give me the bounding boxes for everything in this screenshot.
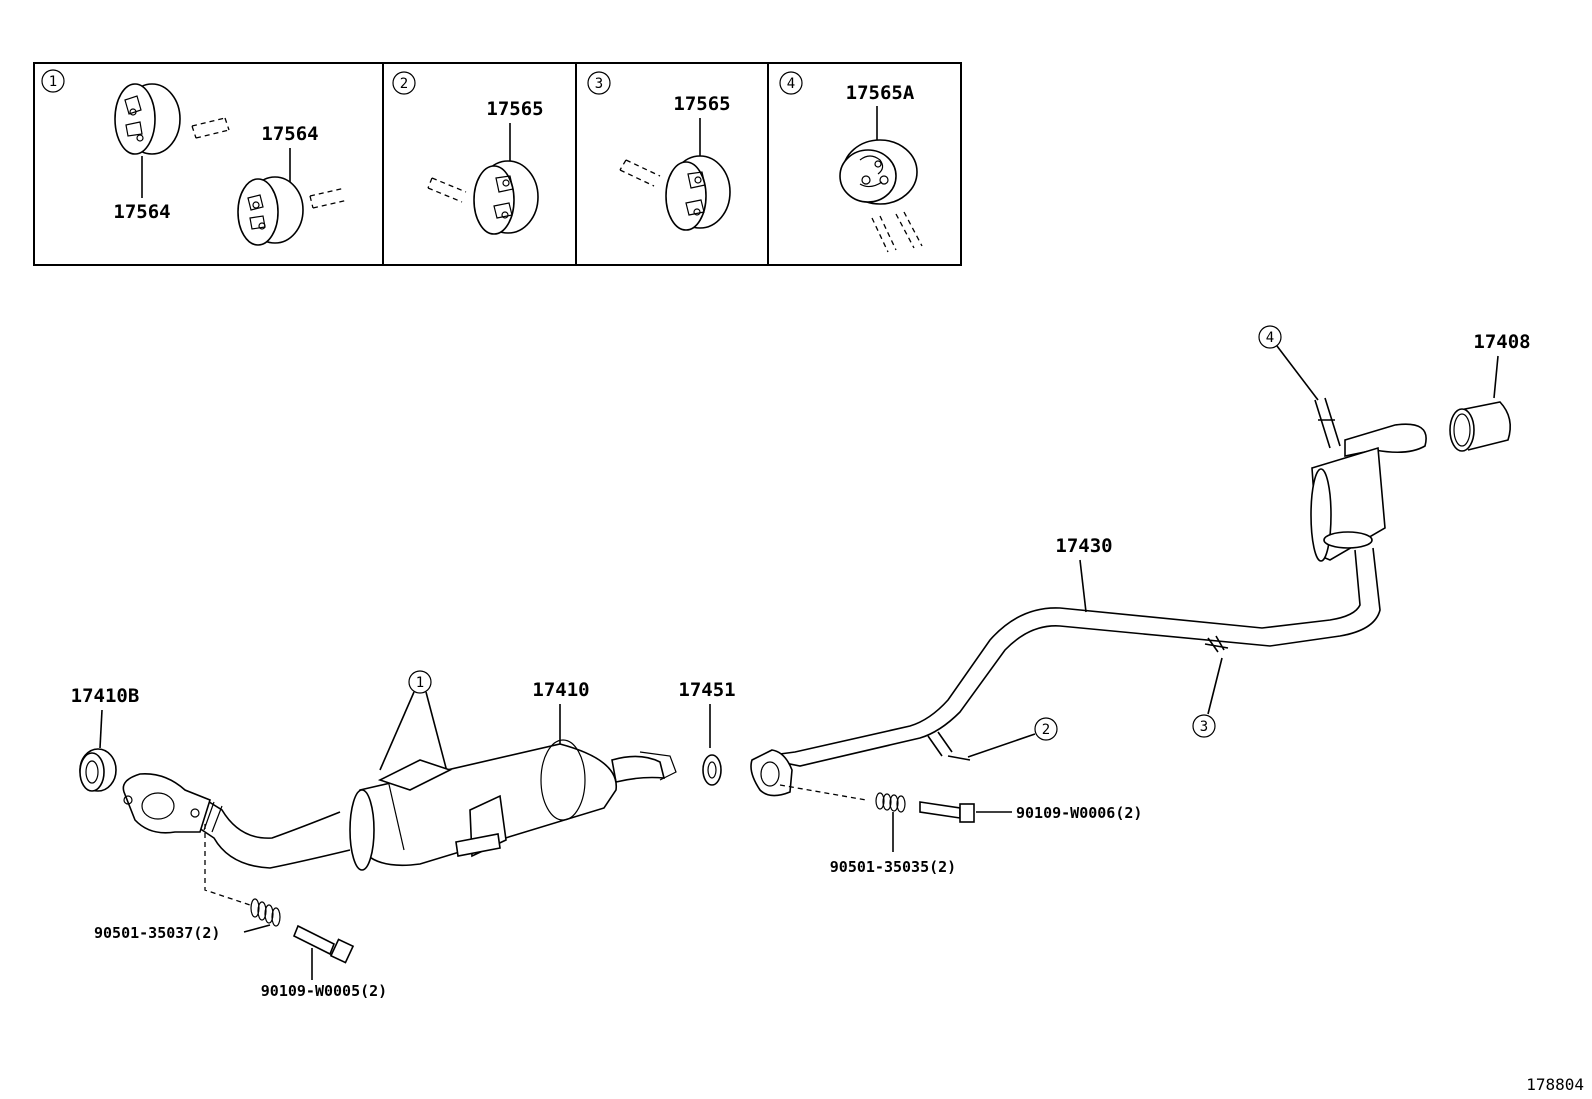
callout-3[interactable]: 3	[1200, 719, 1208, 735]
part-label-17565a[interactable]: 17565A	[846, 82, 915, 104]
part-label-90501-35037[interactable]: 90501-35037(2)	[94, 924, 220, 942]
gasket-17451: 17451	[678, 679, 736, 786]
hanger-rod-b	[309, 187, 349, 209]
pipe-hanger-2	[927, 731, 971, 761]
spring-90501-35037[interactable]	[250, 898, 281, 927]
fastener-set-rear: 90109-W0006(2) 90501-35035(2)	[779, 784, 1142, 876]
muffler-part[interactable]	[1310, 423, 1427, 562]
fastener-set-front: 90501-35037(2) 90109-W0005(2)	[94, 824, 387, 1000]
hanger-17564-b[interactable]	[237, 176, 304, 246]
hanger-rod-panel3	[619, 159, 661, 187]
front-pipe[interactable]	[195, 799, 351, 869]
part-label-17565-panel3[interactable]: 17565	[673, 93, 730, 115]
diagram-id: 178804	[1526, 1075, 1584, 1094]
inset-panel-2: 2 17565	[392, 71, 544, 235]
front-pipe-assembly-17410: 17410 1	[122, 670, 677, 871]
part-label-17564-upper[interactable]: 17564	[261, 123, 318, 145]
hanger-17564-a[interactable]	[114, 83, 181, 155]
callout-2[interactable]: 2	[1042, 722, 1050, 738]
hanger-rods-panel4	[871, 211, 923, 253]
inset-panel-4: 4 17565A	[779, 71, 923, 253]
spring-90501-35035[interactable]	[875, 792, 906, 813]
catalytic-converter-part[interactable]	[349, 739, 677, 871]
muffler-hanger-bracket	[1314, 397, 1341, 449]
part-label-17410[interactable]: 17410	[532, 679, 589, 701]
tail-pipe-tip-17408: 17408	[1449, 331, 1531, 452]
inset-panel-4-number: 4	[787, 76, 795, 92]
muffler-assembly-17430: 4 3 2 17430	[750, 325, 1427, 797]
gasket-17410b: 17410B	[71, 685, 140, 792]
hanger-17565a[interactable]	[839, 139, 918, 205]
hanger-17565-panel2[interactable]	[473, 160, 539, 235]
inset-panel-1-number: 1	[49, 74, 57, 90]
hanger-rod-panel2	[427, 177, 467, 203]
part-label-17430[interactable]: 17430	[1055, 535, 1112, 557]
inset-panel-3-number: 3	[595, 76, 603, 92]
front-pipe-flange[interactable]	[122, 773, 211, 834]
part-label-17564-lower[interactable]: 17564	[113, 201, 170, 223]
tail-pipe-tip-part[interactable]	[1449, 401, 1511, 452]
gasket-17451-part[interactable]	[702, 754, 722, 786]
bolt-90109-w0006[interactable]	[919, 801, 975, 823]
inset-panel-1: 1 17564 17564	[41, 69, 349, 246]
part-label-17410b[interactable]: 17410B	[71, 685, 140, 707]
part-label-17451[interactable]: 17451	[678, 679, 735, 701]
tail-pipe-flange[interactable]	[750, 749, 793, 797]
part-label-90109-w0005[interactable]: 90109-W0005(2)	[261, 982, 387, 1000]
callout-4[interactable]: 4	[1266, 330, 1274, 346]
tail-pipe[interactable]	[779, 547, 1381, 767]
hanger-17565-panel3[interactable]	[665, 155, 731, 231]
bolt-90109-w0005[interactable]	[292, 924, 355, 964]
part-label-90501-35035[interactable]: 90501-35035(2)	[830, 858, 956, 876]
part-label-90109-w0006[interactable]: 90109-W0006(2)	[1016, 804, 1142, 822]
part-label-17565-panel2[interactable]: 17565	[486, 98, 543, 120]
part-label-17408[interactable]: 17408	[1473, 331, 1530, 353]
callout-1[interactable]: 1	[416, 675, 424, 691]
gasket-17410b-part[interactable]	[79, 748, 117, 792]
inset-panel-2-number: 2	[400, 76, 408, 92]
pipe-hanger-3	[1204, 635, 1229, 653]
inset-panel-3: 3 17565	[587, 71, 731, 231]
